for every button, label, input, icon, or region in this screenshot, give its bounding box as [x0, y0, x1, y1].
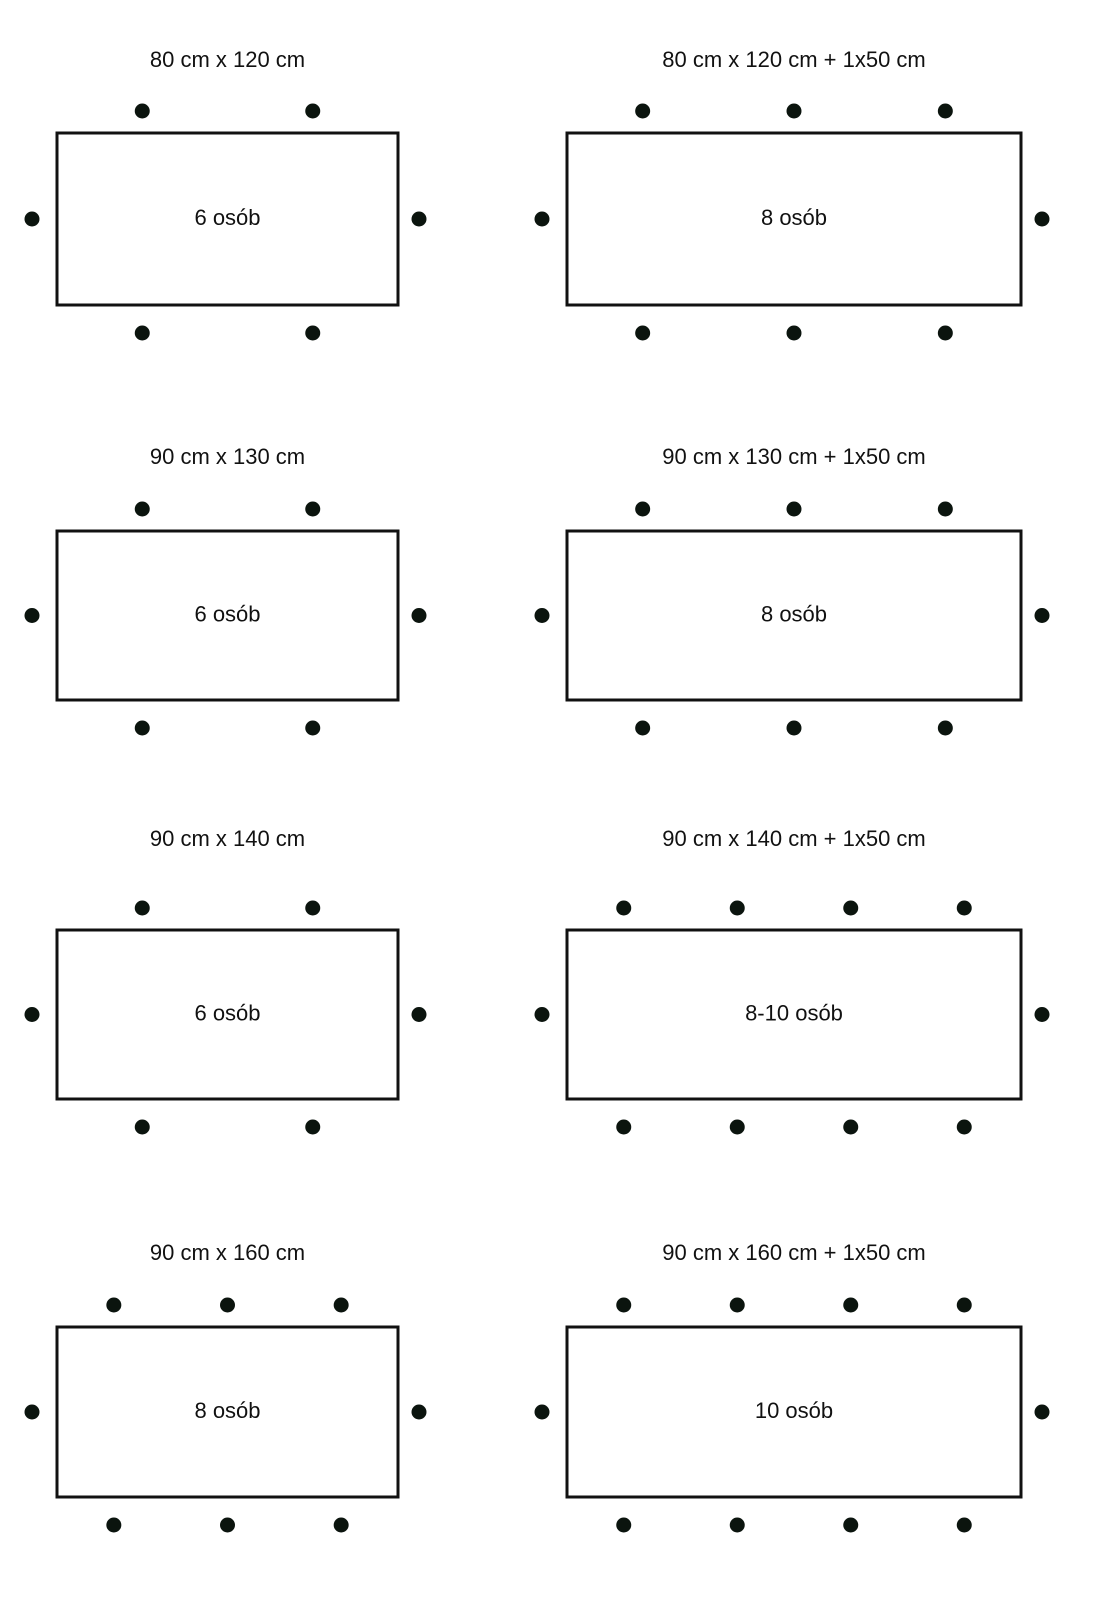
table-outline [565, 529, 1023, 702]
seat-dot [305, 325, 321, 341]
table-dimensions-title: 90 cm x 160 cm [150, 1240, 305, 1265]
table-outline [565, 131, 1023, 307]
seat-dot [956, 1517, 972, 1533]
table-dimensions-title: 80 cm x 120 cm + 1x50 cm [662, 47, 926, 72]
seat-dot [786, 325, 802, 341]
seat-dot [534, 1007, 550, 1022]
seat-dot [411, 608, 427, 623]
seat-dot [729, 1119, 745, 1135]
seat-dot [635, 501, 651, 517]
seat-dot [106, 1297, 122, 1313]
seat-dot [24, 1404, 40, 1420]
table-outline [55, 131, 400, 307]
seat-dot [786, 103, 802, 119]
table-dimensions-title: 90 cm x 140 cm [150, 826, 305, 851]
seat-dot [616, 1119, 632, 1135]
seat-dot [534, 211, 550, 227]
table-capacity-label: 8 osób [194, 1398, 260, 1423]
table-outline [55, 928, 400, 1101]
seat-dot [305, 1119, 321, 1135]
seat-dot [1034, 1404, 1050, 1420]
table-capacity-label: 8 osób [761, 205, 827, 230]
seat-dot [305, 900, 321, 916]
seat-dot [616, 1517, 632, 1533]
seat-dot [729, 1517, 745, 1533]
seat-dot [635, 103, 651, 119]
seat-dot [305, 501, 321, 517]
seat-dot [729, 900, 745, 916]
seat-dot [956, 1297, 972, 1313]
seat-dot [134, 501, 150, 517]
seat-dot [1034, 608, 1050, 623]
table-capacity-label: 6 osób [194, 1000, 260, 1025]
seat-dot [534, 608, 550, 623]
seat-dot [534, 1404, 550, 1420]
seat-dot [1034, 1007, 1050, 1022]
seat-dot [1034, 211, 1050, 227]
seat-dot [635, 325, 651, 341]
seat-dot [24, 211, 40, 227]
seat-dot [305, 720, 321, 736]
seat-dot [24, 1007, 40, 1022]
table-dimensions-title: 80 cm x 120 cm [150, 47, 305, 72]
seat-dot [134, 720, 150, 736]
seat-dot [937, 325, 953, 341]
seat-dot [616, 900, 632, 916]
table-capacity-label: 6 osób [194, 205, 260, 230]
table-dimensions-title: 90 cm x 140 cm + 1x50 cm [662, 826, 926, 851]
seat-dot [411, 1404, 427, 1420]
table-outline [565, 928, 1023, 1101]
seat-dot [843, 1119, 859, 1135]
seat-dot [220, 1297, 235, 1313]
seat-dot [411, 1007, 427, 1022]
table-outline [55, 529, 400, 702]
seat-dot [956, 900, 972, 916]
seat-dot [956, 1119, 972, 1135]
seat-dot [616, 1297, 632, 1313]
seat-dot [937, 103, 953, 119]
seat-dot [24, 608, 40, 623]
seat-dot [843, 1517, 859, 1533]
seat-dot [843, 900, 859, 916]
table-capacity-label: 10 osób [755, 1398, 833, 1423]
table-dimensions-title: 90 cm x 130 cm [150, 444, 305, 469]
seat-dot [106, 1517, 122, 1533]
seat-dot [937, 720, 953, 736]
seat-dot [843, 1297, 859, 1313]
seat-dot [411, 211, 427, 227]
table-capacity-label: 8 osób [761, 601, 827, 626]
seat-dot [134, 325, 150, 341]
seat-dot [635, 720, 651, 736]
seat-dot [786, 501, 802, 517]
seat-dot [729, 1297, 745, 1313]
table-outline [565, 1325, 1023, 1499]
table-dimensions-title: 90 cm x 130 cm + 1x50 cm [662, 444, 926, 469]
table-dimensions-title: 90 cm x 160 cm + 1x50 cm [662, 1240, 926, 1265]
seat-dot [220, 1517, 235, 1533]
seat-dot [134, 103, 150, 119]
seat-dot [937, 501, 953, 517]
seat-dot [134, 900, 150, 916]
table-outline [55, 1325, 400, 1499]
table-capacity-label: 8-10 osób [745, 1000, 843, 1025]
table-capacity-label: 6 osób [194, 601, 260, 626]
seat-dot [134, 1119, 150, 1135]
seat-dot [786, 720, 802, 736]
seat-dot [333, 1297, 349, 1313]
seat-dot [333, 1517, 349, 1533]
seat-dot [305, 103, 321, 119]
